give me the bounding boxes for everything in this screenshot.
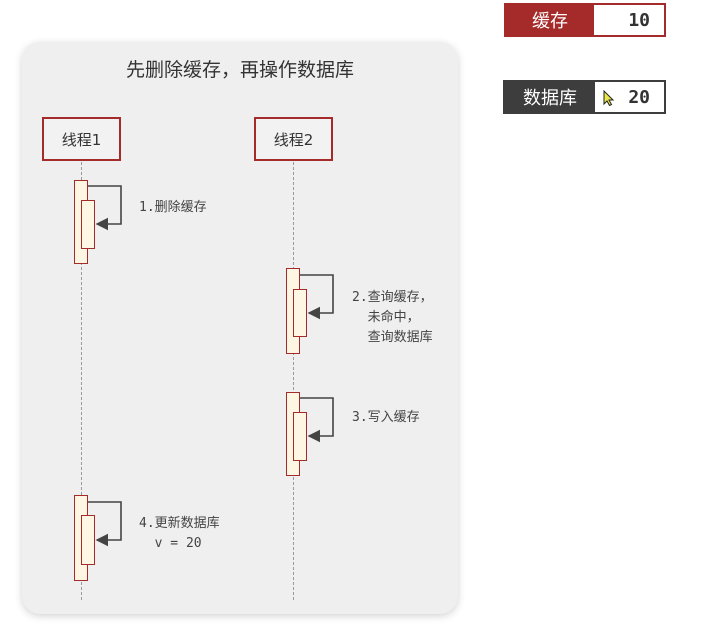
step-label-1: 1.删除缓存	[139, 200, 207, 215]
cache-label: 缓存	[532, 11, 568, 32]
activation-inner-step2	[293, 289, 307, 337]
actor-thread2-label: 线程2	[273, 130, 314, 149]
database-label: 数据库	[523, 88, 577, 109]
cache-value: 10	[594, 5, 664, 35]
activation-inner-step1	[81, 200, 95, 249]
activation-inner-step4	[81, 515, 95, 565]
lifeline-thread2	[293, 162, 294, 600]
arrow-step3	[300, 397, 334, 443]
database-value-field: 20	[595, 82, 664, 112]
diagram-title: 先删除缓存，再操作数据库	[125, 59, 354, 81]
actor-thread2: 线程2	[254, 117, 333, 161]
cache-state-box: 缓存 10	[504, 3, 666, 37]
activation-inner-step3	[293, 412, 307, 461]
arrow-step2	[300, 274, 334, 320]
arrow-step4	[88, 501, 122, 547]
step-label-3: 3.写入缓存	[352, 410, 420, 425]
step-label-4: 4.更新数据库 v = 20	[139, 516, 220, 551]
actor-thread1: 线程1	[42, 117, 121, 161]
database-state-box: 数据库 20	[503, 80, 666, 114]
arrow-step1	[88, 185, 122, 231]
database-value: 20	[628, 86, 650, 108]
actor-thread1-label: 线程1	[61, 130, 102, 149]
step-label-2: 2.查询缓存， 未命中， 查询数据库	[352, 290, 433, 345]
cursor-icon	[603, 90, 615, 106]
lifeline-thread1	[81, 162, 82, 600]
